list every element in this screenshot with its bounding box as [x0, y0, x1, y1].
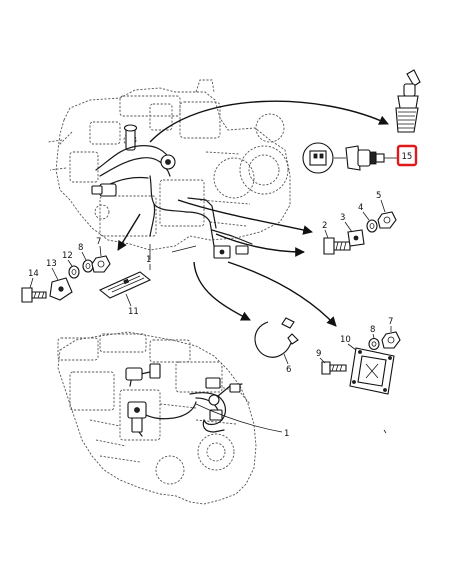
- callout-2: 2: [322, 221, 327, 231]
- engine-lower: [57, 331, 257, 505]
- callout-7-left: 7: [96, 237, 101, 247]
- callout-3: 3: [340, 213, 345, 223]
- label-strip-11: [98, 271, 152, 299]
- oil-pressure-switch-15: [395, 69, 421, 133]
- callout-6: 6: [286, 365, 291, 375]
- callout-12: 12: [62, 251, 73, 261]
- callout-1-lower: 1: [284, 429, 289, 439]
- leader-lines-upper: [117, 100, 389, 327]
- callout-10: 10: [340, 335, 351, 345]
- fastener-set-plate: [321, 331, 401, 375]
- callout-14: 14: [28, 269, 39, 279]
- callout-8-left: 8: [78, 243, 83, 253]
- callout-13: 13: [46, 259, 57, 269]
- callout-11: 11: [128, 307, 139, 317]
- callout-15: 15: [402, 152, 413, 162]
- callout-9: 9: [316, 349, 321, 359]
- callout-8-right: 8: [370, 325, 375, 335]
- callout-15-highlight: [396, 144, 418, 167]
- clamp-ring-6: [254, 317, 299, 358]
- callout-1-upper: 1: [146, 255, 151, 265]
- connector-symbol: [302, 142, 346, 174]
- callout-5: 5: [376, 191, 381, 201]
- engine-upper: [47, 79, 291, 259]
- fastener-set-left: [21, 255, 111, 303]
- pressure-switch-assembly: 15: [302, 69, 421, 174]
- fastener-set-right: [323, 211, 397, 255]
- callout-7-right: 7: [388, 317, 393, 327]
- sender-unit: [345, 145, 398, 171]
- mounting-plate-10: [349, 347, 395, 395]
- callout-4: 4: [358, 203, 363, 213]
